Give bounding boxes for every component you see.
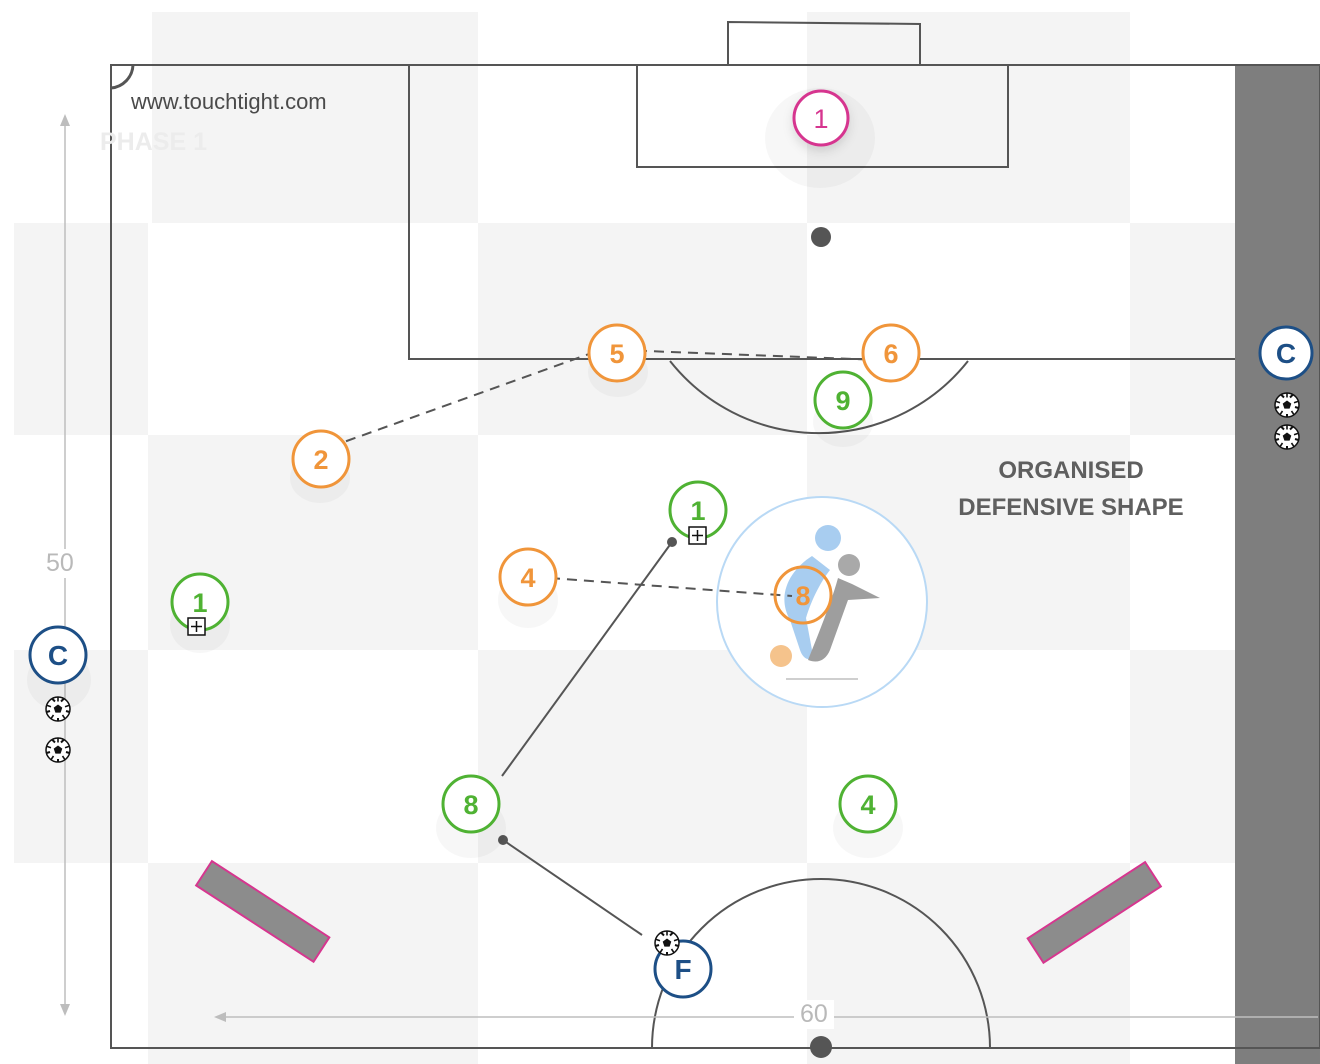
player-orange-2[interactable]: 2 bbox=[293, 431, 349, 487]
player-number: 4 bbox=[520, 563, 535, 593]
pitch-checker bbox=[14, 12, 1235, 1064]
player-number: 6 bbox=[883, 339, 898, 369]
watermark-url: www.touchtight.com bbox=[131, 89, 327, 115]
player-orange-6[interactable]: 6 bbox=[863, 325, 919, 381]
player-number: 8 bbox=[463, 790, 478, 820]
player-green-9[interactable]: 9 bbox=[815, 372, 871, 428]
coach-right[interactable]: C bbox=[1260, 327, 1312, 379]
player-number: 1 bbox=[690, 496, 705, 526]
centre-spot bbox=[810, 1036, 832, 1058]
player-number: 2 bbox=[313, 445, 328, 475]
coach-letter: C bbox=[48, 640, 68, 671]
goalkeeper-number: 1 bbox=[813, 104, 828, 134]
phase-label: PHASE 1 bbox=[100, 128, 207, 157]
annotation-line-2: DEFENSIVE SHAPE bbox=[930, 489, 1212, 526]
coach-letter: C bbox=[1276, 338, 1296, 369]
player-orange-5[interactable]: 5 bbox=[589, 325, 645, 381]
annotation-text: ORGANISED DEFENSIVE SHAPE bbox=[930, 452, 1212, 526]
coach-left[interactable]: C bbox=[30, 627, 86, 683]
player-number: 8 bbox=[795, 581, 810, 611]
penalty-spot bbox=[811, 227, 831, 247]
feeder-letter: F bbox=[674, 954, 691, 985]
player-number: 4 bbox=[860, 790, 875, 820]
player-green-1-centre[interactable]: 1 bbox=[670, 482, 726, 544]
player-green-4[interactable]: 4 bbox=[840, 776, 896, 832]
soccer-ball-icon[interactable] bbox=[1275, 393, 1299, 417]
width-dimension-label: 60 bbox=[794, 1000, 834, 1029]
plus-box-icon bbox=[689, 527, 706, 544]
soccer-ball-icon[interactable] bbox=[1275, 425, 1299, 449]
plus-box-icon bbox=[188, 618, 205, 635]
soccer-ball-icon[interactable] bbox=[46, 697, 70, 721]
soccer-ball-icon[interactable] bbox=[46, 738, 70, 762]
player-number: 5 bbox=[609, 339, 624, 369]
goalkeeper-marker[interactable]: 1 bbox=[794, 91, 848, 145]
player-green-8[interactable]: 8 bbox=[443, 776, 499, 832]
player-orange-4[interactable]: 4 bbox=[500, 549, 556, 605]
soccer-ball-icon[interactable] bbox=[655, 931, 679, 955]
player-number: 1 bbox=[192, 588, 207, 618]
player-number: 9 bbox=[835, 386, 850, 416]
annotation-line-1: ORGANISED bbox=[930, 452, 1212, 489]
tackle-player-icon bbox=[717, 497, 927, 707]
pitch-sideline-panel bbox=[1235, 65, 1320, 1064]
height-dimension-label: 50 bbox=[40, 549, 80, 578]
pass-start-dot bbox=[667, 537, 677, 547]
